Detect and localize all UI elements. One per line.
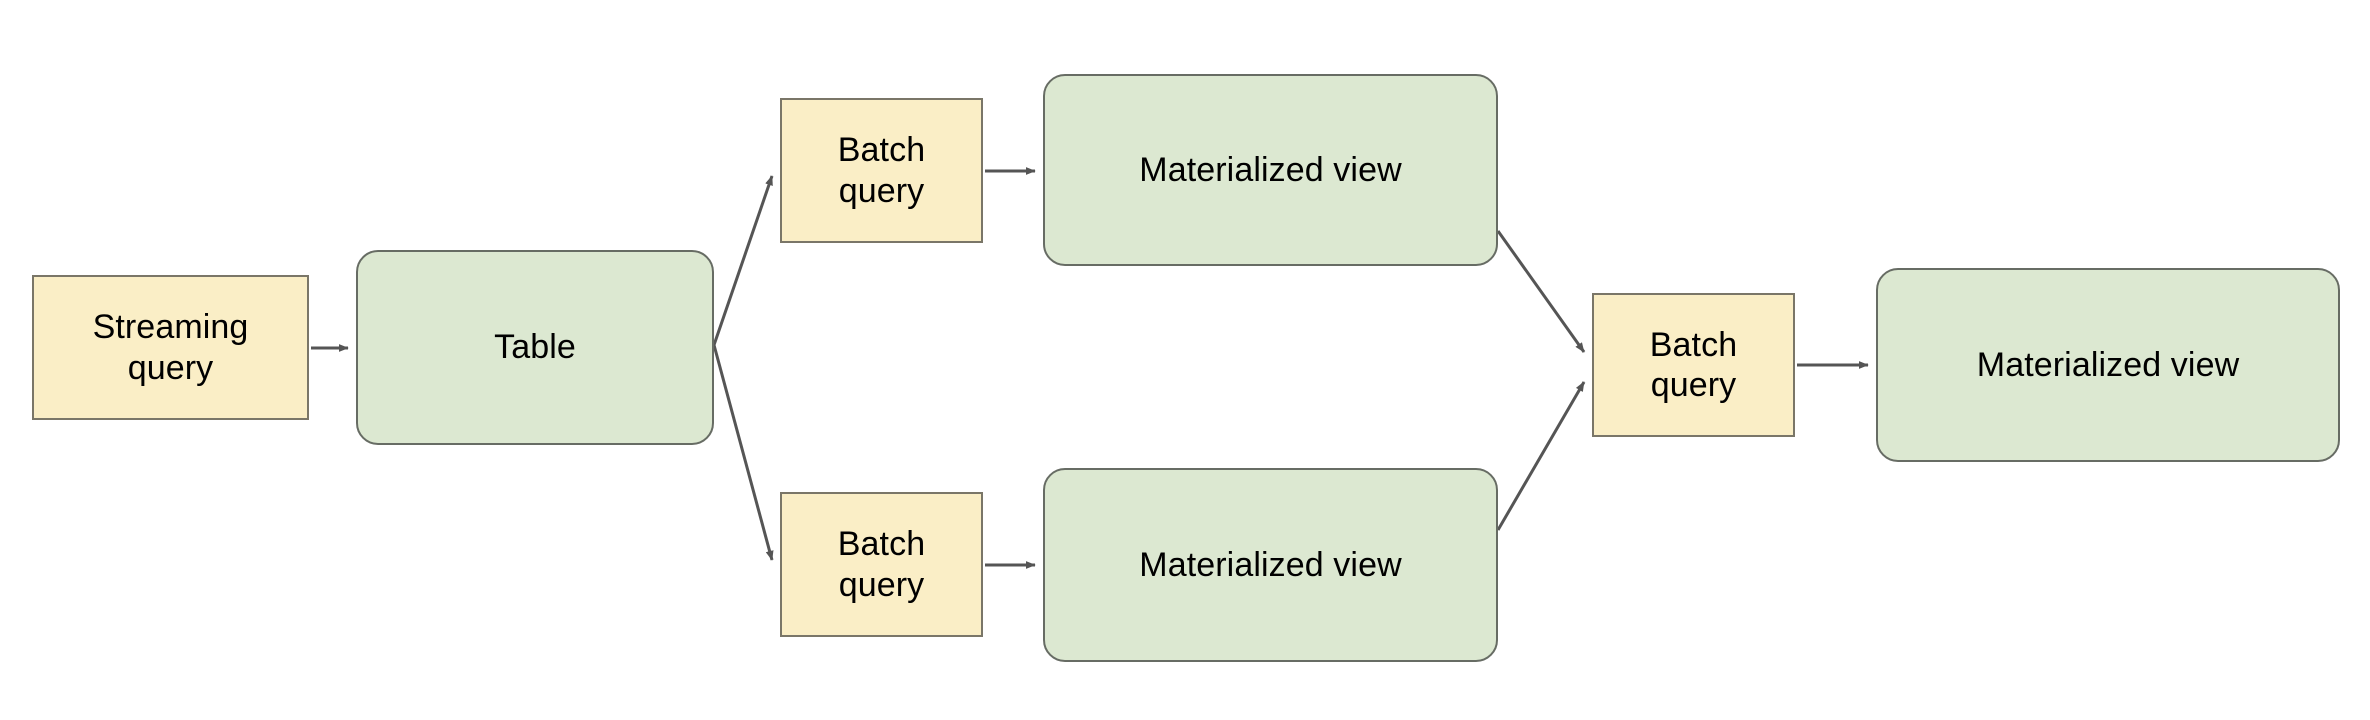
edge-table-to-batch-top <box>712 175 774 346</box>
node-materialized-view-top[interactable]: Materialized view <box>1043 74 1498 266</box>
edge-mv-top-to-batch-mid <box>1496 230 1586 353</box>
edge-table-to-batch-bottom <box>712 344 774 561</box>
node-materialized-view-bottom-label: Materialized view <box>1139 545 1402 584</box>
node-materialized-view-top-label: Materialized view <box>1139 150 1402 189</box>
node-streaming-query-label: Streaming query <box>92 308 249 387</box>
node-streaming-query[interactable]: Streaming query <box>32 275 309 420</box>
edge-mv-bottom-to-batch-mid <box>1496 381 1586 531</box>
node-table[interactable]: Table <box>356 250 714 445</box>
node-materialized-view-bottom[interactable]: Materialized view <box>1043 468 1498 662</box>
node-batch-query-top[interactable]: Batch query <box>780 98 983 243</box>
node-batch-query-middle-label: Batch query <box>1649 325 1738 404</box>
node-materialized-view-right[interactable]: Materialized view <box>1876 268 2340 462</box>
node-table-label: Table <box>494 328 576 367</box>
node-batch-query-bottom[interactable]: Batch query <box>780 492 983 637</box>
node-batch-query-bottom-label: Batch query <box>837 525 926 604</box>
node-batch-query-middle[interactable]: Batch query <box>1592 293 1795 437</box>
node-materialized-view-right-label: Materialized view <box>1976 345 2240 384</box>
node-batch-query-top-label: Batch query <box>837 131 926 210</box>
